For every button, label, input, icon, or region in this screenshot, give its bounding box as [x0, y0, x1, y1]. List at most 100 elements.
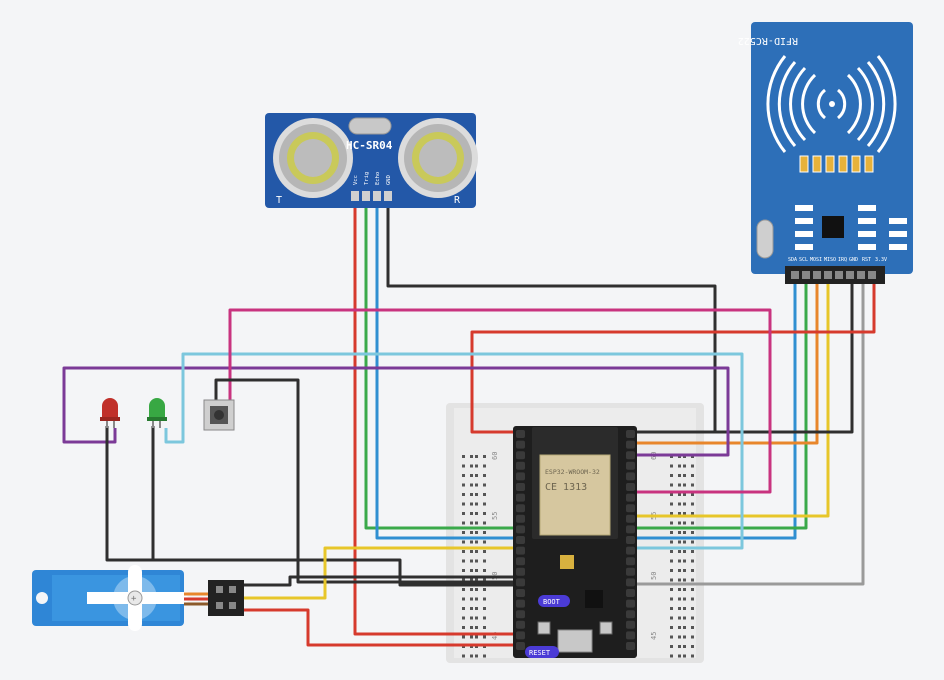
esp32-header-pin[interactable]	[516, 631, 525, 640]
wire-servo-signal[interactable]	[240, 546, 520, 600]
breadboard-hole[interactable]	[483, 626, 486, 629]
esp32-header-pin[interactable]	[626, 546, 635, 555]
breadboard-hole[interactable]	[470, 559, 473, 563]
breadboard-hole[interactable]	[691, 588, 694, 591]
usb-port[interactable]	[557, 629, 593, 653]
red-led[interactable]	[100, 398, 120, 428]
breadboard-hole[interactable]	[470, 635, 473, 639]
breadboard-hole[interactable]	[462, 512, 465, 515]
breadboard-hole[interactable]	[678, 531, 681, 534]
breadboard-hole[interactable]	[462, 455, 465, 458]
breadboard-hole[interactable]	[691, 521, 694, 525]
breadboard-hole[interactable]	[683, 569, 686, 572]
breadboard-hole[interactable]	[678, 645, 681, 648]
breadboard-hole[interactable]	[670, 493, 673, 496]
breadboard-hole[interactable]	[462, 616, 465, 620]
breadboard-hole[interactable]	[462, 569, 465, 572]
ultrasonic-sensor[interactable]: HC-SR04 T R Vcc Trig Echo GND	[265, 113, 478, 208]
breadboard-hole[interactable]	[691, 550, 694, 553]
breadboard-hole[interactable]	[475, 635, 478, 639]
breadboard-hole[interactable]	[475, 569, 478, 572]
breadboard-hole[interactable]	[483, 550, 486, 553]
esp32-header-pin[interactable]	[626, 504, 635, 513]
esp32-header-pin[interactable]	[516, 504, 525, 513]
breadboard-hole[interactable]	[470, 588, 473, 591]
breadboard-hole[interactable]	[470, 569, 473, 572]
breadboard-hole[interactable]	[670, 607, 673, 610]
breadboard-hole[interactable]	[470, 626, 473, 629]
wire-button[interactable]	[228, 308, 772, 494]
esp32-header-pin[interactable]	[626, 610, 635, 619]
esp32-header-pin[interactable]	[516, 430, 525, 438]
breadboard-hole[interactable]	[670, 521, 673, 525]
breadboard-hole[interactable]	[691, 578, 694, 582]
breadboard-hole[interactable]	[678, 654, 681, 658]
breadboard-hole[interactable]	[462, 483, 465, 487]
breadboard-hole[interactable]	[670, 474, 673, 477]
breadboard-hole[interactable]	[678, 607, 681, 610]
breadboard-hole[interactable]	[483, 521, 486, 525]
breadboard-hole[interactable]	[691, 531, 694, 534]
breadboard-hole[interactable]	[678, 578, 681, 582]
breadboard-hole[interactable]	[483, 493, 486, 496]
breadboard-hole[interactable]	[683, 550, 686, 553]
breadboard-hole[interactable]	[691, 559, 694, 563]
breadboard-hole[interactable]	[475, 626, 478, 629]
esp32-header-pin[interactable]	[626, 440, 635, 449]
breadboard-hole[interactable]	[483, 531, 486, 534]
breadboard-hole[interactable]	[483, 569, 486, 572]
breadboard-hole[interactable]	[691, 512, 694, 515]
esp32-header-pin[interactable]	[626, 451, 635, 460]
breadboard-hole[interactable]	[470, 616, 473, 620]
breadboard-hole[interactable]	[683, 540, 686, 544]
breadboard-hole[interactable]	[670, 559, 673, 563]
breadboard-hole[interactable]	[683, 531, 686, 534]
breadboard-hole[interactable]	[470, 512, 473, 515]
push-button[interactable]	[203, 399, 235, 431]
breadboard-hole[interactable]	[691, 597, 694, 601]
esp32-header-pin[interactable]	[626, 430, 635, 438]
breadboard-hole[interactable]	[462, 607, 465, 610]
breadboard-hole[interactable]	[483, 474, 486, 477]
breadboard-hole[interactable]	[683, 483, 686, 487]
breadboard-hole[interactable]	[670, 578, 673, 582]
esp32-header-pin[interactable]	[516, 451, 525, 460]
breadboard-hole[interactable]	[475, 464, 478, 468]
esp32-header-pin[interactable]	[626, 525, 635, 534]
breadboard-hole[interactable]	[670, 635, 673, 639]
breadboard-hole[interactable]	[670, 588, 673, 591]
breadboard-hole[interactable]	[475, 493, 478, 496]
breadboard-hole[interactable]	[683, 493, 686, 496]
breadboard-hole[interactable]	[462, 531, 465, 534]
breadboard-hole[interactable]	[483, 607, 486, 610]
breadboard-hole[interactable]	[678, 588, 681, 591]
breadboard-hole[interactable]	[691, 645, 694, 648]
breadboard-hole[interactable]	[483, 502, 486, 506]
esp32-header-pin[interactable]	[516, 642, 525, 650]
breadboard-hole[interactable]	[678, 616, 681, 620]
breadboard-hole[interactable]	[683, 626, 686, 629]
esp32-header-pin[interactable]	[516, 536, 525, 544]
breadboard-hole[interactable]	[683, 607, 686, 610]
breadboard-hole[interactable]	[475, 616, 478, 620]
esp32-header-pin[interactable]	[516, 440, 525, 449]
breadboard-hole[interactable]	[462, 635, 465, 639]
breadboard-hole[interactable]	[683, 588, 686, 591]
wire-servo-gnd[interactable]	[240, 575, 520, 587]
breadboard-hole[interactable]	[470, 540, 473, 544]
breadboard-hole[interactable]	[475, 531, 478, 534]
breadboard-hole[interactable]	[483, 597, 486, 601]
wire-rfid-3v3[interactable]	[470, 282, 876, 434]
esp32-header-pin[interactable]	[516, 567, 525, 576]
breadboard-hole[interactable]	[475, 607, 478, 610]
breadboard-hole[interactable]	[475, 540, 478, 544]
breadboard-hole[interactable]	[475, 502, 478, 506]
breadboard-hole[interactable]	[691, 483, 694, 487]
breadboard-hole[interactable]	[483, 540, 486, 544]
breadboard-hole[interactable]	[670, 626, 673, 629]
esp32-header-pin[interactable]	[516, 472, 525, 481]
green-led[interactable]	[147, 398, 167, 428]
esp32-header-pin[interactable]	[516, 610, 525, 619]
esp32-header-pin[interactable]	[626, 461, 635, 470]
breadboard-hole[interactable]	[683, 464, 686, 468]
